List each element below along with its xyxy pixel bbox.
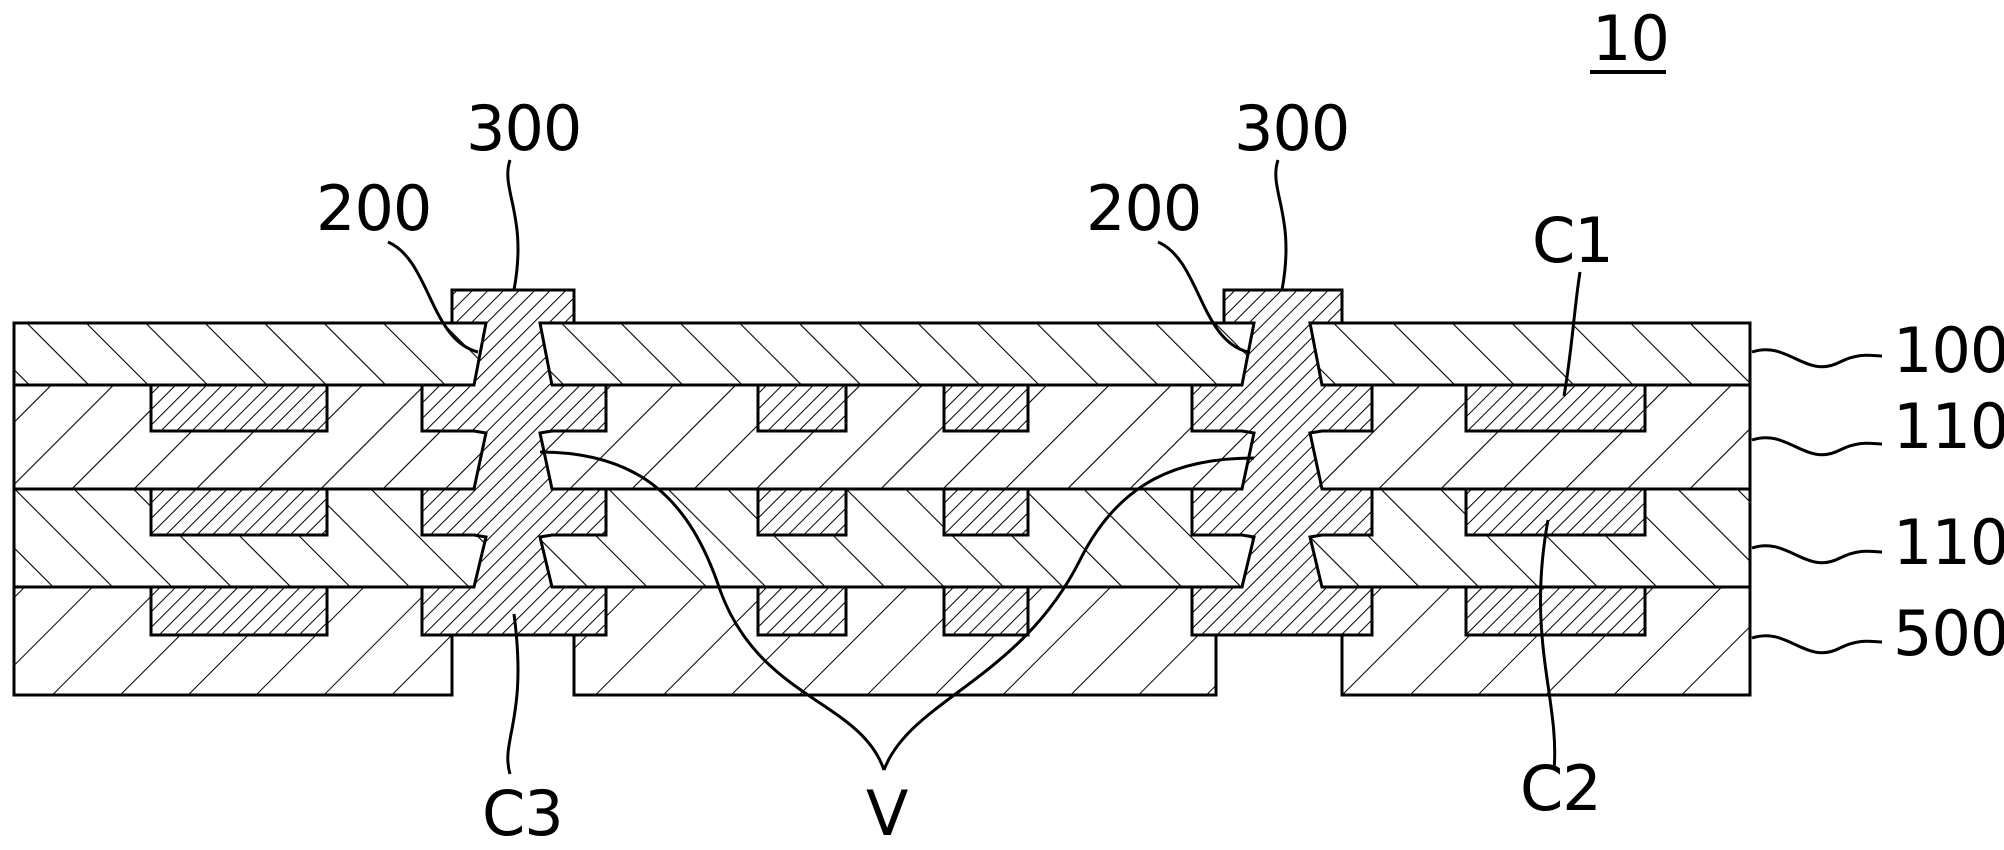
via-stack-right [1190,288,1374,637]
pads-level-2 [149,487,1647,537]
pads-level-3 [149,585,1647,637]
leader-lines [387,159,1883,775]
pads-level-1 [149,383,1647,433]
label-200-left: 200 [316,172,431,245]
label-c2: C2 [1520,752,1601,825]
label-300-left: 300 [466,92,581,165]
via-stack-left [420,288,608,637]
label-500: 500 [1893,597,2004,670]
layer-100 [12,321,1752,387]
label-100: 100 [1893,314,2004,387]
figure-ref-number: 10 [1592,2,1669,75]
label-110-upper: 110 [1893,390,2004,463]
label-110-lower: 110 [1893,506,2004,579]
label-300-right: 300 [1234,92,1349,165]
label-c3: C3 [482,777,563,850]
label-c1: C1 [1532,204,1613,277]
label-200-right: 200 [1086,172,1201,245]
label-v: V [866,777,908,850]
